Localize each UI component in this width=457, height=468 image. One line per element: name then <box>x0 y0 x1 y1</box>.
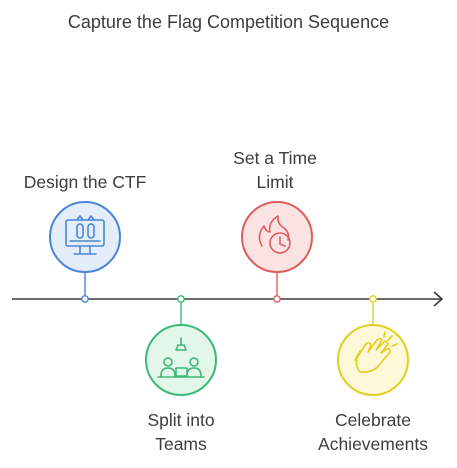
timeline-dot-4 <box>369 295 377 303</box>
computer-blueprint-icon <box>65 215 105 255</box>
timeline-dot-1 <box>81 295 89 303</box>
step-set-a-time-limit <box>241 201 313 303</box>
fire-clock-icon <box>258 215 291 254</box>
diagram-title: Capture the Flag Competition Sequence <box>67 12 390 32</box>
timeline-arrowhead <box>433 291 444 307</box>
timeline-dot-2 <box>177 295 185 303</box>
step-design-the-ctf <box>49 201 121 303</box>
step-label-split-into-teams: Split into Teams <box>147 410 215 454</box>
step-circle-1 <box>49 201 121 273</box>
step-celebrate-achievements <box>337 295 409 396</box>
step-circle-3 <box>241 201 313 273</box>
step-label-design-the-ctf: Design the CTF <box>23 172 147 192</box>
step-circle-4 <box>337 324 409 396</box>
team-meeting-icon <box>157 337 205 378</box>
clapping-hands-icon <box>354 331 398 373</box>
step-label-set-a-time-limit: Set a Time Limit <box>233 148 317 192</box>
timeline-dot-3 <box>273 295 281 303</box>
step-circle-2 <box>145 324 217 396</box>
step-split-into-teams <box>145 295 217 396</box>
step-label-celebrate-achievements: Celebrate Achievements <box>318 410 428 454</box>
